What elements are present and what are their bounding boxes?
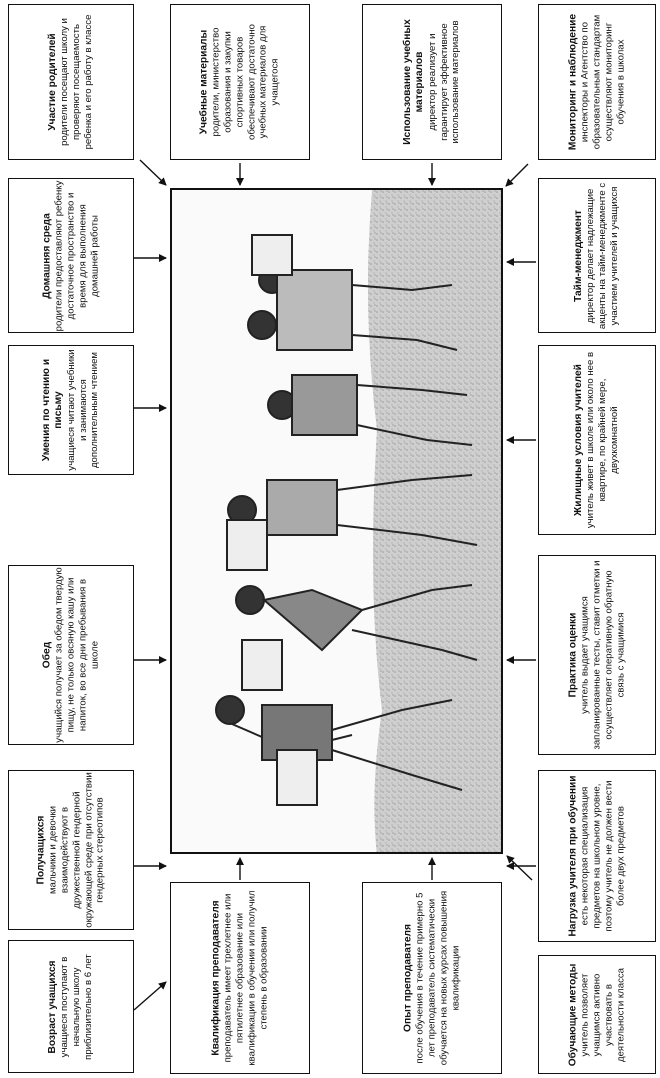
arrow-parents	[139, 159, 167, 186]
box-materials-body: родители, министерство образования и зак…	[211, 24, 281, 140]
box-time-title: Тайм-менеджмент	[573, 209, 585, 302]
box-home-title: Домашняя среда	[41, 212, 53, 299]
box-methods: Обучающие методы учитель позволяет учащи…	[538, 955, 656, 1074]
arrow-monitoring	[505, 163, 529, 187]
box-experience-body: после обучения в течение примерно 5 лет …	[414, 890, 461, 1066]
child-figure-5	[247, 234, 458, 351]
child-figure-4	[267, 374, 473, 446]
child-figure-3	[226, 474, 478, 571]
children-drawing	[172, 190, 501, 852]
box-lunch-body: учащийся получает за обедом твердую пищу…	[53, 567, 100, 743]
box-assessment-title: Практика оценки	[567, 612, 579, 698]
box-pupils-title: Получащихся	[35, 815, 47, 885]
box-qualification-body: преподаватель имеет трехлетнее или пятил…	[222, 890, 269, 1066]
box-monitoring-body: инспекторы и Агентство по образовательны…	[579, 14, 626, 150]
box-age-title: Возраст учащихся	[47, 960, 59, 1054]
box-methods-title: Обучающие методы	[567, 963, 579, 1066]
box-use-materials: Использование учебных материалов директо…	[362, 4, 502, 160]
arrow-age	[133, 981, 167, 1011]
box-workload: Нагрузка учителя при обучении есть некот…	[538, 770, 656, 942]
box-literacy: Умения по чтению и письму учащиеся читаю…	[8, 345, 134, 475]
box-assessment-body: учитель выдает учащимся запланированные …	[579, 560, 626, 750]
box-parents-body: родители посещают школу и проверяют посе…	[59, 14, 95, 150]
box-qualification-title: Квалификация преподавателя	[210, 900, 222, 1056]
box-housing: Жилищные условия учителей учитель живет …	[538, 345, 656, 535]
box-monitoring-title: Мониторинг и наблюдение	[567, 13, 579, 151]
box-parents-title: Участие родителей	[47, 33, 59, 131]
box-workload-body: есть некоторая специализация предметов н…	[579, 780, 626, 932]
box-materials-title: Учебные материалы	[198, 29, 210, 135]
box-methods-body: учитель позволяет учащимся активно участ…	[579, 967, 626, 1062]
box-qualification: Квалификация преподавателя преподаватель…	[170, 882, 310, 1074]
box-home: Домашняя среда родители предоставляют ре…	[8, 178, 134, 333]
box-materials: Учебные материалы родители, министерство…	[170, 4, 310, 160]
box-time: Тайм-менеджмент директор делает надлежащ…	[538, 178, 656, 333]
box-pupils-body: мальчики и девочки взаимодействуют в дру…	[47, 772, 106, 928]
box-age: Возраст учащихся учащиеся поступают в на…	[8, 940, 134, 1073]
box-time-body: директор делает надлежащие акценты на та…	[585, 182, 621, 329]
box-age-body: учащиеся поступают в начальную школу при…	[59, 953, 95, 1060]
box-parents: Участие родителей родители посещают школ…	[8, 4, 134, 160]
box-home-body: родители предоставляют ребенку достаточн…	[53, 180, 100, 331]
box-housing-title: Жилищные условия учителей	[573, 364, 585, 516]
box-experience: Опыт преподавателя после обучения в тече…	[362, 882, 502, 1074]
box-lunch-title: Обед	[41, 641, 53, 669]
box-literacy-body: учащиеся читают учебники и занимаются до…	[65, 349, 101, 471]
box-lunch: Обед учащийся получает за обедом твердую…	[8, 565, 134, 745]
child-figure-1	[215, 695, 463, 806]
box-assessment: Практика оценки учитель выдает учащимся …	[538, 555, 656, 755]
arrow-methods	[506, 855, 533, 881]
box-monitoring: Мониторинг и наблюдение инспекторы и Аге…	[538, 4, 656, 160]
box-use-materials-body: директор реализует и гарантирует эффекти…	[426, 20, 462, 144]
box-use-materials-title: Использование учебных материалов	[402, 19, 426, 145]
box-housing-body: учитель живет в школе или около нее в кв…	[585, 351, 621, 529]
child-figure-2	[235, 584, 478, 691]
box-experience-title: Опыт преподавателя	[402, 924, 414, 1032]
box-literacy-title: Умения по чтению и письму	[41, 358, 65, 462]
box-pupils: Получащихся мальчики и девочки взаимодей…	[8, 770, 134, 930]
children-illustration	[170, 188, 503, 854]
box-workload-title: Нагрузка учителя при обучении	[567, 775, 579, 937]
